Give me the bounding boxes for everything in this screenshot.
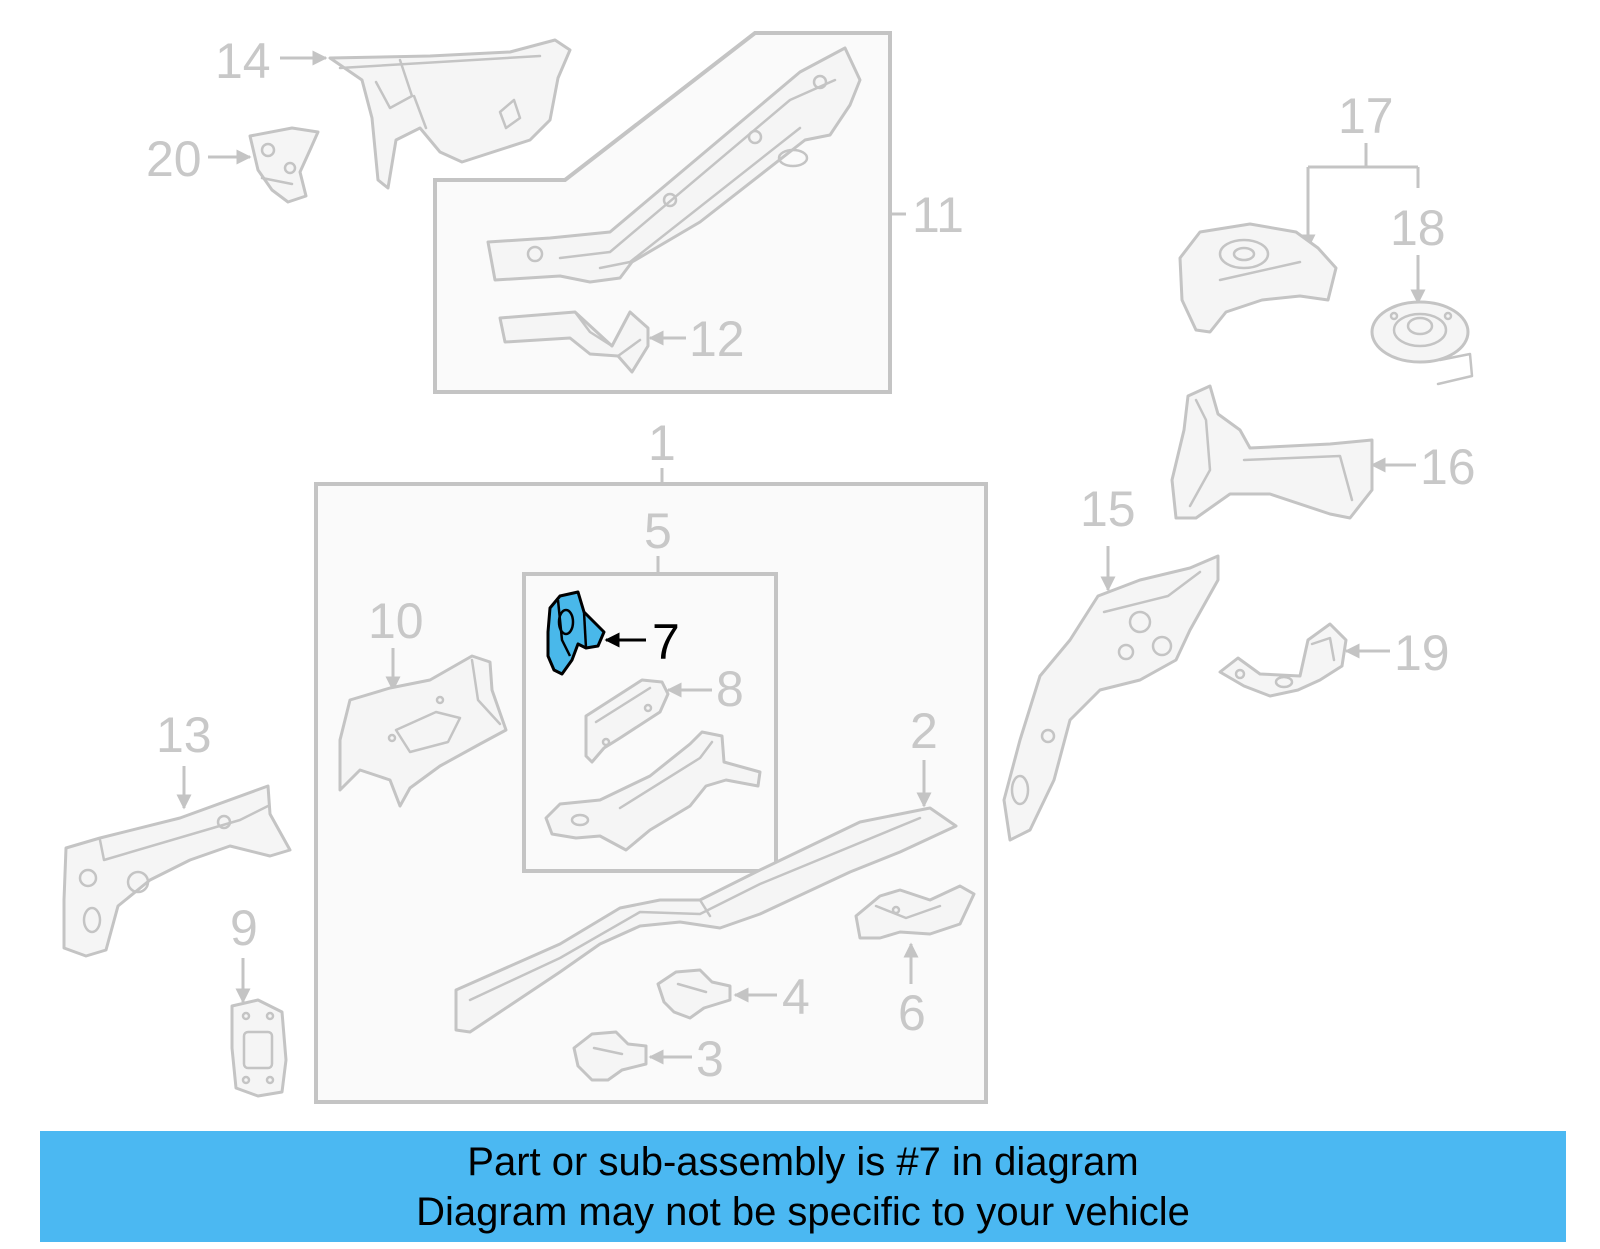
part-15 [1002,554,1220,842]
label-7: 7 [652,614,680,670]
banner-line-2: Diagram may not be specific to your vehi… [416,1190,1190,1234]
part-20 [248,126,320,204]
part-3 [572,1030,648,1082]
part-2 [454,806,958,1034]
info-banner: Part or sub-assembly is #7 in diagram Di… [40,1131,1566,1242]
label-9: 9 [230,900,258,956]
label-3: 3 [696,1031,724,1087]
label-10: 10 [368,593,424,649]
label-17: 17 [1338,88,1394,144]
part-4 [656,968,732,1020]
label-6: 6 [898,985,926,1041]
label-2: 2 [910,703,938,759]
part-19 [1218,622,1348,698]
label-20: 20 [146,131,202,187]
part-6 [854,884,976,940]
part-17 [1178,222,1338,334]
part-8 [584,678,670,764]
label-19: 19 [1394,625,1450,681]
label-12: 12 [689,311,745,367]
part-9 [230,998,288,1098]
part-18 [1370,300,1474,386]
label-16: 16 [1420,439,1476,495]
part-7-highlighted[interactable] [546,590,606,676]
label-8: 8 [716,661,744,717]
banner-line-1: Part or sub-assembly is #7 in diagram [467,1140,1139,1184]
label-1: 1 [648,415,676,471]
part-11 [486,46,862,284]
part-16 [1170,384,1374,520]
part-5-bracket [544,730,762,852]
part-10 [338,654,508,808]
label-4: 4 [782,969,810,1025]
part-14 [328,38,572,190]
label-11: 11 [912,187,964,243]
part-12 [498,310,650,374]
label-13: 13 [156,707,212,763]
part-13 [62,784,292,958]
label-5: 5 [644,503,672,559]
label-18: 18 [1390,200,1446,256]
label-15: 15 [1080,481,1136,537]
label-14: 14 [215,33,271,89]
